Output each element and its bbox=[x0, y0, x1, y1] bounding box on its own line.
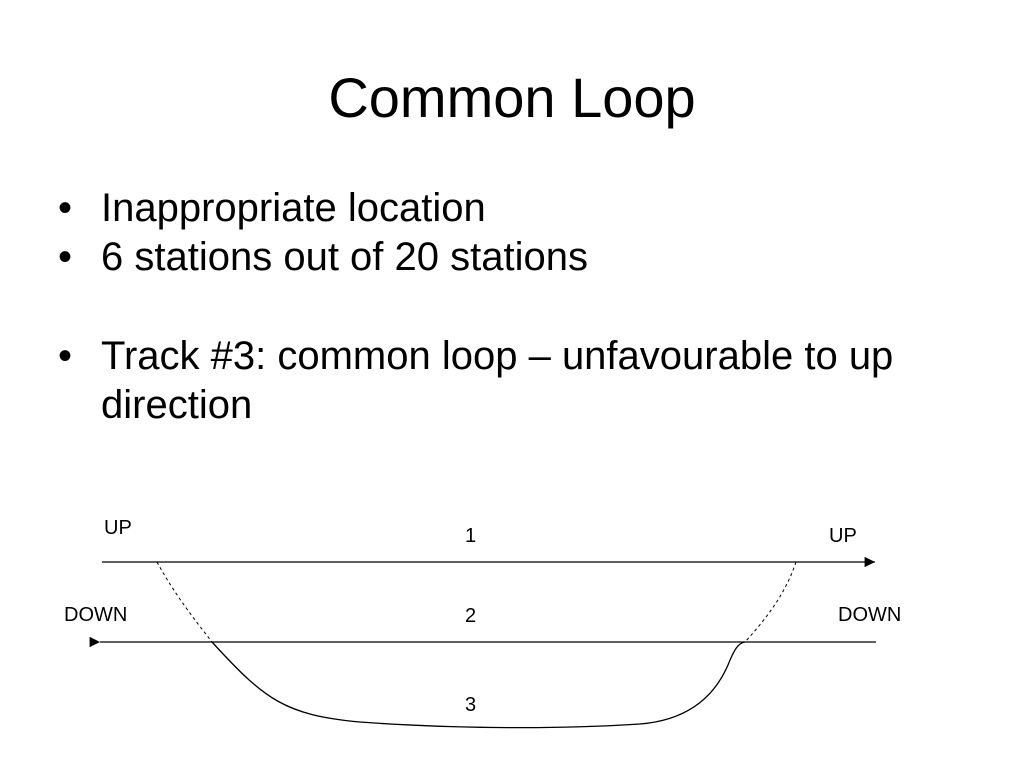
track-3-loop bbox=[211, 641, 746, 729]
label-down-left: DOWN bbox=[64, 604, 127, 626]
label-down-right: DOWN bbox=[838, 604, 901, 626]
bullet-mark: • bbox=[58, 235, 73, 279]
bullet-item: • Track #3: common loop – unfavourable t… bbox=[58, 332, 958, 430]
label-track-2: 2 bbox=[465, 605, 476, 627]
right-crossover-dashed bbox=[744, 561, 797, 643]
bullet-text: Inappropriate location bbox=[101, 186, 486, 230]
label-up-right: UP bbox=[829, 525, 857, 547]
bullet-text: 6 stations out of 20 stations bbox=[101, 235, 588, 279]
bullet-list: • Inappropriate location • 6 stations ou… bbox=[58, 184, 958, 430]
left-crossover-dashed bbox=[156, 561, 213, 643]
label-track-3: 3 bbox=[465, 694, 476, 716]
label-track-1: 1 bbox=[465, 525, 476, 547]
bullet-text: Track #3: common loop – unfavourable to … bbox=[101, 334, 894, 427]
bullet-item: • 6 stations out of 20 stations bbox=[58, 233, 958, 282]
slide-title: Common Loop bbox=[328, 66, 696, 129]
bullet-item: • Inappropriate location bbox=[58, 184, 958, 233]
bullet-mark: • bbox=[58, 334, 73, 378]
label-up-left: UP bbox=[104, 517, 132, 539]
bullet-mark: • bbox=[58, 186, 73, 230]
